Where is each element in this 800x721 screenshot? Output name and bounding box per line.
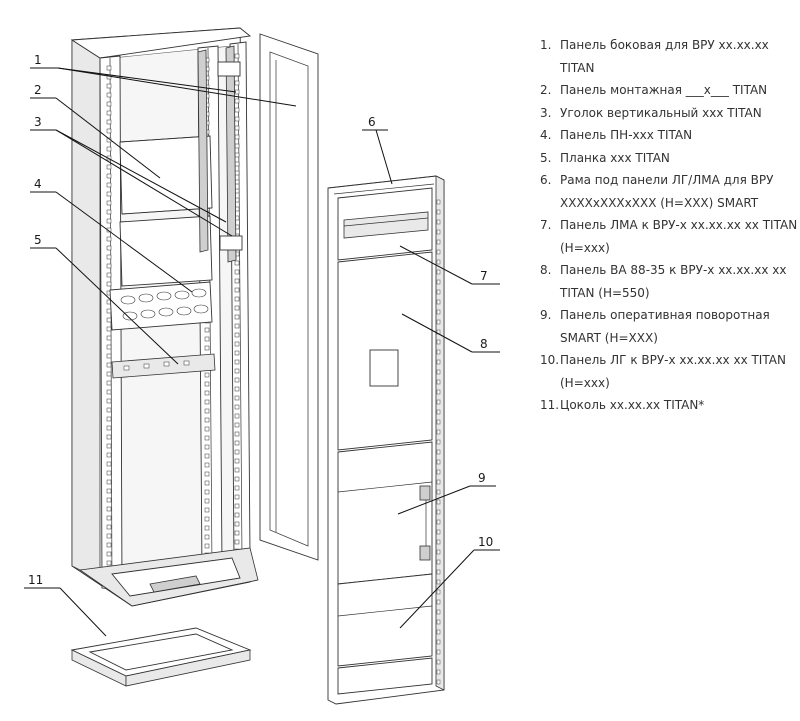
item-text: Панель ЛМА к ВРУ-x xx.xx.xx xx TITAN (H=… <box>560 218 798 255</box>
item-number: 10. <box>540 353 560 367</box>
item-number: 5. <box>540 150 552 165</box>
item-number: 9. <box>540 308 552 322</box>
callout-7: 7 <box>480 269 488 283</box>
callout-5: 5 <box>34 233 42 247</box>
item-text: Панель боковая для ВРУ хх.хх.хх TITAN <box>560 38 769 75</box>
item-text: Панель монтажная ___x___ TITAN <box>560 83 768 97</box>
parts-list-item: 3. Уголок вертикальный xxx TITAN <box>532 102 800 125</box>
callout-9: 9 <box>478 471 486 485</box>
leader-lines <box>24 67 500 637</box>
item-text: Панель ПН-xxx TITAN <box>560 128 693 142</box>
parts-list-item: 6. Рама под панели ЛГ/ЛМА для ВРУ XXXXxXX… <box>532 169 800 214</box>
vertical-angle-bars <box>197 45 243 263</box>
mounting-panel <box>119 135 213 287</box>
item-text: Цоколь xx.xx.xx TITAN* <box>560 398 705 412</box>
parts-list-item: 1. Панель боковая для ВРУ хх.хх.хх TITAN <box>532 34 800 79</box>
parts-list-item: 4. Панель ПН-xxx TITAN <box>532 124 800 147</box>
parts-list-item: 2. Панель монтажная ___x___ TITAN <box>532 79 800 102</box>
parts-list-item: 10.Панель ЛГ к ВРУ-x xx.xx.xx xx TITAN (… <box>532 349 800 394</box>
parts-list: 1.Панель боковая для ВРУ хх.хх.хх TITAN … <box>532 34 800 417</box>
plank <box>111 353 216 379</box>
item-text: Панель ВА 88-35 к ВРУ-x xx.xx.xx xx TITA… <box>560 263 787 300</box>
callout-labels: 1 2 3 4 5 6 7 8 9 10 11 <box>28 53 493 587</box>
item-text: Панель ЛГ к ВРУ-x xx.xx.xx xx TITAN (H=x… <box>560 353 786 390</box>
callout-8: 8 <box>480 337 488 351</box>
item-number: 2. <box>540 83 552 97</box>
item-text: Панель оперативная поворотная SMART (H=X… <box>560 308 770 345</box>
item-number: 4. <box>540 128 552 142</box>
parts-list-item: 9. Панель оперативная поворотная SMART (H… <box>532 304 800 349</box>
parts-list-item: 5. Планка xxx TITAN <box>532 147 800 170</box>
side-panel <box>259 33 319 561</box>
callout-3: 3 <box>34 115 42 129</box>
item-number: 11. <box>540 398 560 412</box>
callout-1: 1 <box>34 53 42 67</box>
callout-4: 4 <box>34 177 42 191</box>
parts-list-item: 7. Панель ЛМА к ВРУ-x xx.xx.xx xx TITAN (… <box>532 214 800 259</box>
item-text: Уголок вертикальный xxx TITAN <box>560 105 762 120</box>
item-number: 1. <box>540 38 552 52</box>
item-text: Рама под панели ЛГ/ЛМА для ВРУ XXXXxXXXx… <box>560 173 774 210</box>
item-number: 7. <box>540 218 552 232</box>
parts-list-item: 11.Цоколь xx.xx.xx TITAN* <box>532 394 800 417</box>
callout-6: 6 <box>368 115 376 129</box>
callout-11: 11 <box>28 573 43 587</box>
callout-2: 2 <box>34 83 42 97</box>
panel-pn <box>109 281 213 331</box>
parts-list-item: 8. Панель ВА 88-35 к ВРУ-x xx.xx.xx xx TI… <box>532 259 800 304</box>
front-frame <box>327 175 445 705</box>
item-text: Планка xxx TITAN <box>560 150 670 165</box>
item-number: 6. <box>540 173 552 187</box>
plinth <box>70 627 252 687</box>
item-number: 8. <box>540 263 552 277</box>
item-number: 3. <box>540 105 552 120</box>
frame-perforations <box>436 199 441 685</box>
callout-10: 10 <box>478 535 493 549</box>
